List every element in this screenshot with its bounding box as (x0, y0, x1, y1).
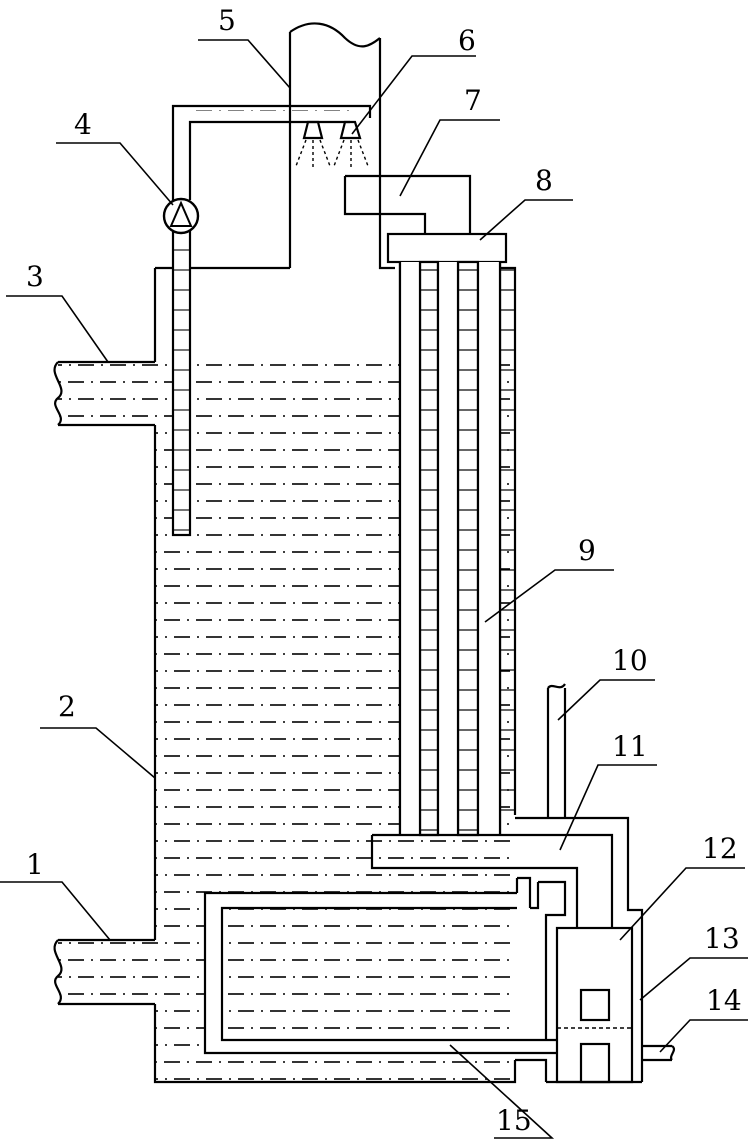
gas-duct (343, 174, 472, 234)
label-12: 12 (702, 832, 738, 865)
circulation-line (162, 104, 372, 537)
label-13: 13 (704, 922, 740, 955)
label-2: 2 (58, 690, 76, 723)
burner-unit (515, 926, 642, 1084)
number-labels: 1 2 3 4 5 6 7 8 9 10 11 12 13 14 15 (26, 4, 742, 1137)
tube-bundle (398, 260, 515, 837)
lower-inlet-pipe (53, 938, 155, 1006)
leader-lines (0, 39, 748, 1139)
spray-nozzles (295, 120, 369, 168)
label-14: 14 (706, 984, 742, 1017)
label-11: 11 (612, 730, 648, 763)
label-7: 7 (464, 84, 482, 117)
label-4: 4 (74, 108, 92, 141)
tank-outline (153, 266, 517, 1084)
top-header (386, 232, 508, 264)
outlet-pipe (642, 1044, 676, 1062)
label-9: 9 (578, 534, 596, 567)
label-3: 3 (26, 260, 44, 293)
exhaust-stack (289, 22, 381, 48)
heat-exchange-coil (203, 876, 567, 1055)
upper-inlet-pipe (53, 360, 155, 427)
label-5: 5 (218, 4, 236, 37)
label-8: 8 (535, 164, 553, 197)
label-6: 6 (458, 24, 476, 57)
label-1: 1 (26, 848, 44, 881)
label-15: 15 (496, 1104, 532, 1137)
label-10: 10 (612, 644, 648, 677)
vent-pipe (546, 683, 567, 818)
